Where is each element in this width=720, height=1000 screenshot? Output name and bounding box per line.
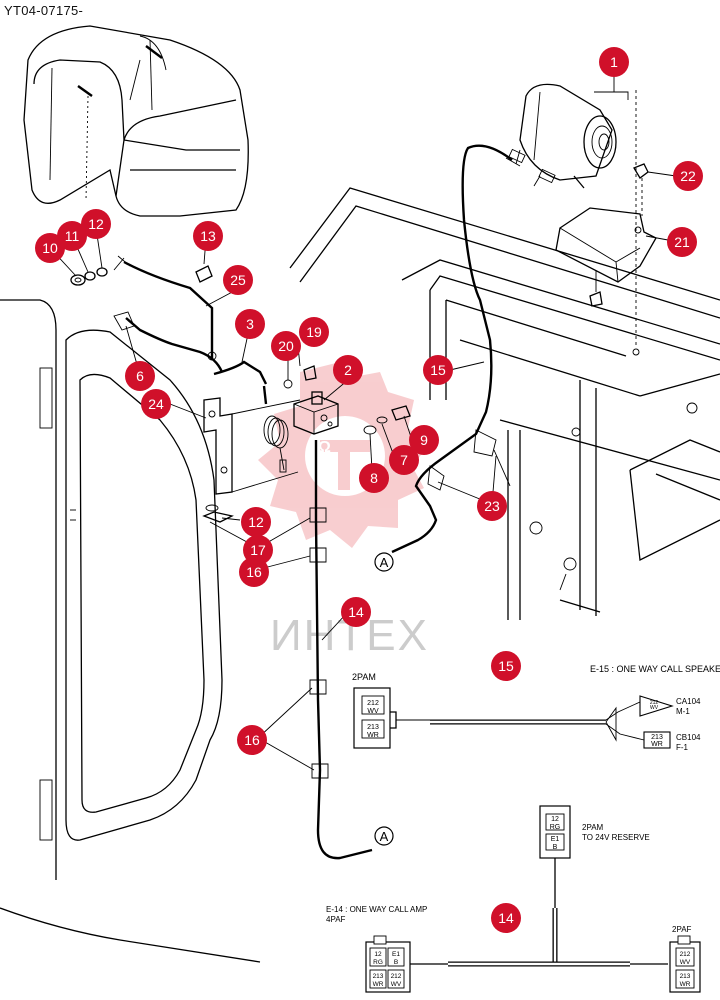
e15-left-label: 2PAM — [352, 672, 376, 682]
e15-title: E-15 : ONE WAY CALL SPEAKER — [590, 664, 720, 674]
callout-11: 11 — [57, 221, 87, 251]
svg-text:8: 8 — [370, 470, 378, 486]
callout-12-lower: 12 — [241, 507, 271, 537]
svg-text:19: 19 — [306, 324, 322, 340]
svg-text:10: 10 — [42, 240, 58, 256]
svg-text:17: 17 — [250, 542, 266, 558]
cable-3 — [213, 360, 268, 405]
small-parts-7-8-9 — [363, 405, 411, 435]
connector-ref-a-lower: A — [374, 826, 394, 846]
svg-text:A: A — [380, 829, 389, 844]
svg-text:25: 25 — [230, 272, 246, 288]
callout-9: 9 — [409, 425, 439, 455]
svg-text:13: 13 — [200, 228, 216, 244]
callout-14-upper: 14 — [341, 597, 371, 627]
svg-text:16: 16 — [246, 564, 262, 580]
callout-2: 2 — [333, 355, 363, 385]
svg-text:15: 15 — [498, 658, 514, 674]
callout-6: 6 — [125, 361, 155, 391]
callouts: 1 22 21 15 23 2 9 7 8 19 20 3 25 13 10 1… — [35, 47, 703, 933]
callout-24: 24 — [141, 389, 171, 419]
callout-20: 20 — [271, 331, 301, 361]
switch-2 — [293, 391, 339, 435]
svg-text:12: 12 — [88, 216, 104, 232]
callout-15-upper: 15 — [423, 355, 453, 385]
cable-6 — [113, 311, 224, 373]
svg-text:A: A — [380, 555, 389, 570]
svg-text:Ω: Ω — [318, 439, 331, 456]
svg-text:2: 2 — [344, 362, 352, 378]
callout-8: 8 — [359, 463, 389, 493]
harness-25 — [113, 255, 217, 361]
coil-cord — [263, 415, 289, 473]
svg-text:11: 11 — [65, 228, 80, 244]
connector-ref-a-upper: A — [374, 552, 394, 572]
callout-14-lower: 14 — [491, 903, 521, 933]
svg-text:15: 15 — [430, 362, 446, 378]
svg-text:6: 6 — [136, 368, 144, 384]
callout-1: 1 — [599, 47, 629, 77]
svg-text:24: 24 — [148, 396, 164, 412]
callout-16-lower: 16 — [237, 725, 267, 755]
callout-19: 19 — [299, 317, 329, 347]
callout-21: 21 — [667, 227, 697, 257]
svg-text:1: 1 — [610, 54, 618, 70]
svg-text:23: 23 — [484, 498, 500, 514]
watermark-gear-logo: Ω — [258, 362, 430, 548]
callout-12-upper: 12 — [81, 209, 111, 239]
svg-text:3: 3 — [246, 316, 254, 332]
washers-10-11-12 — [70, 265, 213, 286]
callout-3: 3 — [235, 309, 265, 339]
callout-22: 22 — [673, 161, 703, 191]
svg-text:9: 9 — [420, 432, 428, 448]
e14-right-label: 2PAF — [672, 925, 692, 934]
callout-7: 7 — [389, 445, 419, 475]
harness-15 — [391, 144, 513, 554]
operator-seat — [23, 25, 249, 217]
callout-25: 25 — [223, 265, 253, 295]
callout-23: 23 — [477, 491, 507, 521]
document-code: YT04-07175- — [4, 3, 84, 18]
callout-16-upper: 16 — [239, 557, 269, 587]
callout-15-lower: 15 — [491, 651, 521, 681]
bolt-22 — [633, 163, 649, 216]
svg-text:12: 12 — [248, 514, 264, 530]
speaker-bracket — [555, 207, 657, 283]
call-speaker — [505, 83, 617, 189]
svg-text:14: 14 — [348, 604, 364, 620]
callout-13: 13 — [193, 221, 223, 251]
callout-10: 10 — [35, 233, 65, 263]
cab-door-window — [0, 299, 261, 963]
svg-text:20: 20 — [278, 338, 294, 354]
svg-text:22: 22 — [680, 168, 696, 184]
bracket-24 — [203, 397, 301, 495]
lower-bolt-12 — [202, 504, 234, 523]
bolt-lower — [589, 270, 603, 307]
svg-text:21: 21 — [674, 234, 690, 250]
svg-text:16: 16 — [244, 732, 260, 748]
svg-text:7: 7 — [400, 452, 408, 468]
cab-frame — [289, 187, 720, 620]
svg-text:14: 14 — [498, 910, 514, 926]
